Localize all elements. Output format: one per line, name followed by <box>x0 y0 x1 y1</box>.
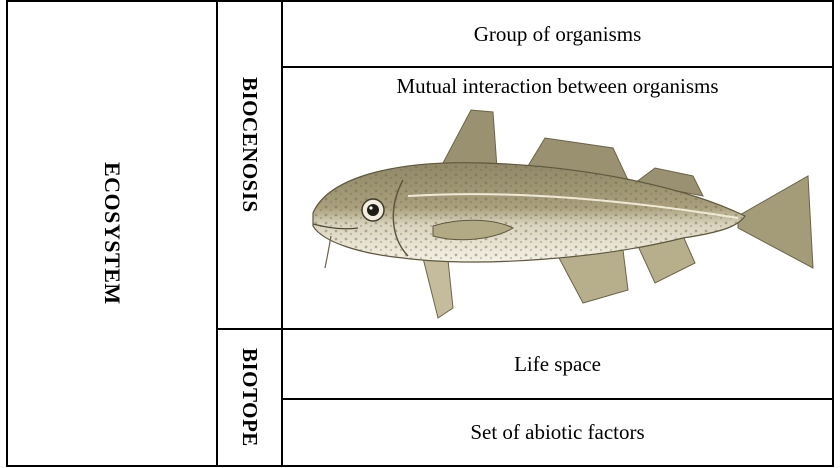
group-of-organisms-cell: Group of organisms <box>283 2 832 66</box>
abiotic-factors-cell: Set of abiotic factors <box>283 400 832 465</box>
biocenosis-label: BIOCENOSIS <box>237 77 262 213</box>
abiotic-factors-text: Set of abiotic factors <box>470 420 644 445</box>
group-of-organisms-text: Group of organisms <box>474 22 642 47</box>
table-border-bottom <box>6 465 834 467</box>
interaction-cell: Mutual interaction between organisms <box>283 68 832 328</box>
ecosystem-label: ECOSYSTEM <box>99 162 125 305</box>
life-space-text: Life space <box>514 352 601 377</box>
table-border-right <box>832 0 834 467</box>
biocenosis-cell: BIOCENOSIS <box>218 2 281 328</box>
fish-illustration <box>283 68 832 328</box>
ecosystem-cell: ECOSYSTEM <box>8 2 216 465</box>
biotope-label: BIOTOPE <box>237 348 262 447</box>
life-space-cell: Life space <box>283 330 832 398</box>
biotope-cell: BIOTOPE <box>218 330 281 465</box>
